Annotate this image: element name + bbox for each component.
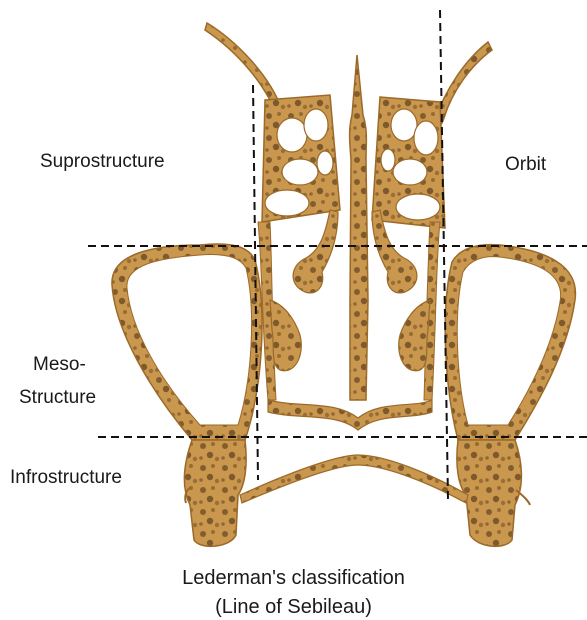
nasal-floor xyxy=(268,400,432,430)
left-middle-turbinate xyxy=(293,210,338,293)
left-ethmoid-cells xyxy=(262,95,340,222)
suprostructure-label: Suprostructure xyxy=(40,150,165,173)
left-alveolar-process xyxy=(184,440,246,546)
infrastructure-label: Infrostructure xyxy=(10,466,122,489)
mesostructure-label-line1: Meso- xyxy=(33,353,86,376)
caption-title: Lederman's classification xyxy=(0,565,587,591)
right-alveolar-process xyxy=(457,440,522,546)
nasal-septum xyxy=(350,55,368,400)
left-inferior-turbinate xyxy=(270,300,301,371)
right-ethmoid-cells xyxy=(372,97,445,228)
orbit-label: Orbit xyxy=(505,153,546,176)
right-vertical-line xyxy=(440,10,448,500)
right-orbital-wall xyxy=(435,42,492,127)
caption-subtitle: (Line of Sebileau) xyxy=(0,594,587,620)
right-inferior-turbinate xyxy=(399,300,430,371)
mesostructure-label-line2: Structure xyxy=(19,386,96,409)
hard-palate xyxy=(240,455,468,503)
